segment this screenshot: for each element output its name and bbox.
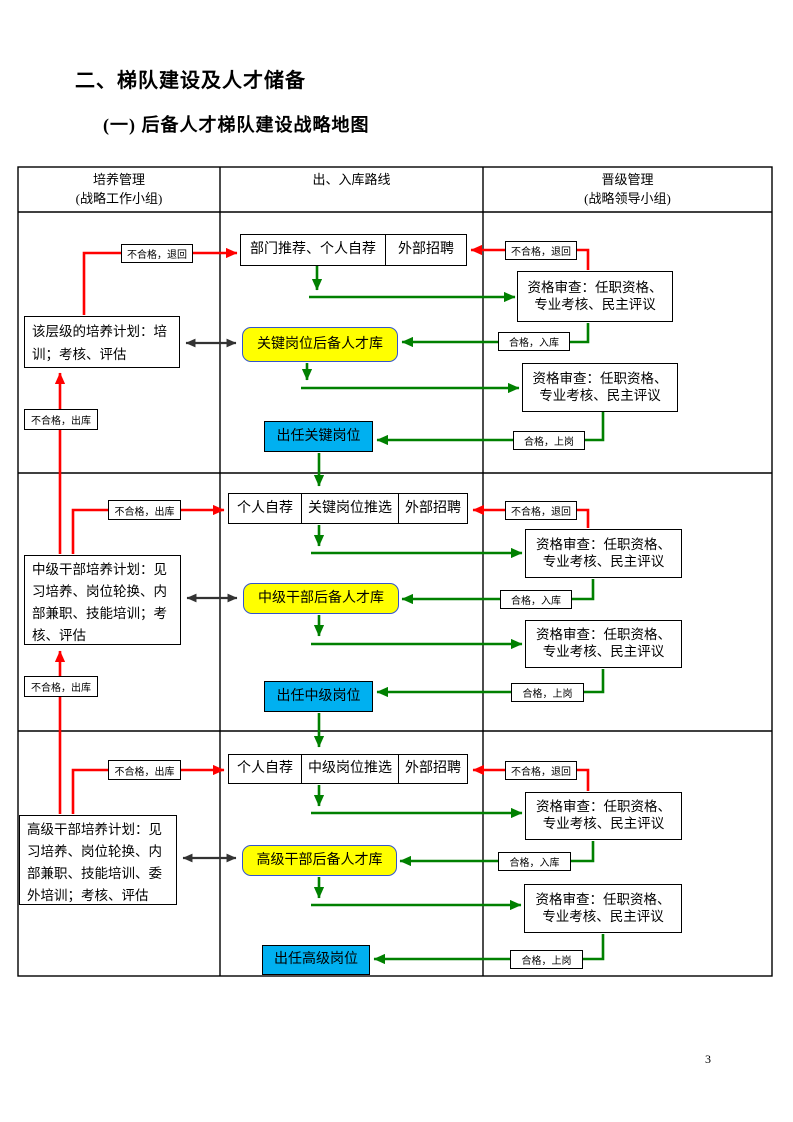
tier1-review1-to-pool-arrow bbox=[401, 323, 590, 348]
column-title: 晋级管理 bbox=[601, 172, 654, 187]
tier3-source-box: 个人自荐 中级岗位推选 外部招聘 bbox=[228, 754, 468, 784]
tier2-fail-out-left-label: 不合格，出库 bbox=[108, 500, 181, 520]
column-title: 培养管理 bbox=[92, 172, 145, 187]
tier2-post-box: 出任中级岗位 bbox=[264, 681, 373, 712]
tier3-pass-post-label: 合格，上岗 bbox=[510, 950, 583, 969]
tier2-source-cell-external: 外部招聘 bbox=[398, 494, 467, 523]
tier2-review1-box: 资格审查：任职资格、专业考核、民主评议 bbox=[525, 529, 682, 578]
tier3-pass-in-label: 合格，入库 bbox=[498, 852, 571, 871]
tier1-pass-in-label: 合格，入库 bbox=[498, 332, 570, 351]
tier3-fail-out-left-label: 不合格，出库 bbox=[108, 760, 181, 780]
tier3-training-plan-box: 高级干部培养计划：见习培养、岗位轮换、内部兼职、技能培训、委外培训；考核、评估 bbox=[19, 815, 177, 905]
tier2-talent-pool-box: 中级干部后备人才库 bbox=[243, 583, 399, 614]
tier2-pass-post-label: 合格，上岗 bbox=[511, 683, 584, 702]
tier3-arrows bbox=[71, 764, 605, 965]
column-subtitle: (战略领导小组) bbox=[584, 191, 671, 206]
tier1-source-cell-external: 外部招聘 bbox=[385, 235, 466, 265]
tier1-source-box: 部门推荐、个人自荐 外部招聘 bbox=[240, 234, 467, 266]
tier3-review2-box: 资格审查：任职资格、专业考核、民主评议 bbox=[524, 884, 682, 933]
column-title: 出、入库路线 bbox=[312, 172, 391, 187]
subsection-title: (一) 后备人才梯队建设战略地图 bbox=[103, 115, 370, 135]
tier2-source-cell-select: 关键岗位推选 bbox=[301, 494, 398, 523]
tier3-source-cell-self: 个人自荐 bbox=[237, 761, 293, 777]
tier1-source-cell-recommend: 部门推荐、个人自荐 bbox=[250, 242, 376, 258]
tier3-source-cell-external: 外部招聘 bbox=[398, 755, 467, 783]
tier1-post-box: 出任关键岗位 bbox=[264, 421, 373, 452]
column-header-route: 出、入库路线 bbox=[220, 170, 483, 189]
tier2-fail-out-vertical-label: 不合格，出库 bbox=[24, 676, 98, 697]
tier3-review1-to-pool-arrow bbox=[399, 841, 595, 867]
tier1-pass-post-label: 合格，上岗 bbox=[513, 431, 585, 450]
tier3-talent-pool-box: 高级干部后备人才库 bbox=[242, 845, 397, 876]
tier2-review2-box: 资格审查：任职资格、专业考核、民主评议 bbox=[525, 620, 682, 668]
tier3-review2-to-post-arrow bbox=[373, 934, 605, 965]
tier3-review1-box: 资格审查：任职资格、专业考核、民主评议 bbox=[525, 792, 682, 840]
tier3-fail-return-right-label: 不合格，退回 bbox=[505, 761, 577, 780]
column-header-training: 培养管理 (战略工作小组) bbox=[18, 170, 220, 208]
tier1-review2-box: 资格审查：任职资格、专业考核、民主评议 bbox=[522, 363, 678, 412]
tier2-pass-in-label: 合格，入库 bbox=[500, 590, 572, 609]
tier1-fail-out-vertical-label: 不合格，出库 bbox=[24, 409, 98, 430]
section-title: 二、梯队建设及人才储备 bbox=[75, 70, 306, 92]
tier2-source-box: 个人自荐 关键岗位推选 外部招聘 bbox=[228, 493, 468, 524]
tier3-post-box: 出任高级岗位 bbox=[262, 945, 370, 975]
tier2-fail-return-right-label: 不合格，退回 bbox=[505, 501, 577, 520]
table-grid bbox=[17, 166, 773, 977]
tier1-fail-return-right-label: 不合格，退回 bbox=[505, 241, 577, 260]
column-header-promotion: 晋级管理 (战略领导小组) bbox=[483, 170, 772, 208]
column-subtitle: (战略工作小组) bbox=[75, 191, 163, 206]
tier1-review1-box: 资格审查：任职资格、专业考核、民主评议 bbox=[517, 271, 673, 322]
tier1-fail-return-left-label: 不合格，退回 bbox=[121, 244, 193, 263]
tier1-training-plan-box: 该层级的培养计划：培训；考核、评估 bbox=[24, 316, 180, 368]
tier2-source-cell-self: 个人自荐 bbox=[237, 500, 293, 516]
page-number: 3 bbox=[705, 1052, 711, 1066]
tier2-review1-to-pool-arrow bbox=[401, 579, 595, 605]
tier2-review2-to-post-arrow bbox=[376, 669, 605, 698]
tier2-training-plan-box: 中级干部培养计划：见习培养、岗位轮换、内部兼职、技能培训；考核、评估 bbox=[24, 555, 181, 645]
tier1-talent-pool-box: 关键岗位后备人才库 bbox=[242, 327, 398, 362]
tier1-review2-to-post-arrow bbox=[376, 412, 605, 446]
tier3-source-cell-select: 中级岗位推选 bbox=[301, 755, 398, 783]
